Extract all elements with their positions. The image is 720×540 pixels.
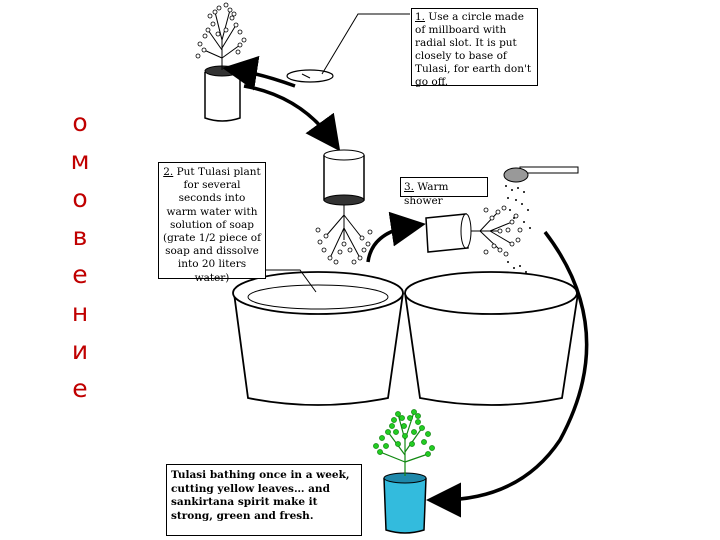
arrow-pot-to-inverted-plant bbox=[243, 84, 341, 152]
basin-left bbox=[232, 269, 404, 406]
basin-right bbox=[404, 271, 579, 406]
note-step-1-number: 1. bbox=[415, 11, 426, 23]
note-step-1-text: Use a circle made of millboard with radi… bbox=[415, 11, 532, 88]
note-step-1: 1. Use a circle made of millboard with r… bbox=[411, 8, 538, 88]
arrow-millboard-to-pot bbox=[222, 55, 296, 91]
note-step-2-text: Put Tulasi plant for several seconds int… bbox=[162, 166, 262, 284]
vertical-word-omovenie: о м о в е н и е bbox=[62, 104, 98, 408]
note-step-2: 2. Put Tulasi plant for several seconds … bbox=[158, 162, 266, 284]
note-summary: Tulasi bathing once in a week, cutting y… bbox=[166, 464, 362, 536]
final-plant bbox=[373, 409, 435, 534]
letter-1: о bbox=[72, 108, 88, 137]
letter-4: в bbox=[72, 222, 88, 251]
letter-2: м bbox=[70, 146, 90, 175]
note-step-3: 3. Warm shower bbox=[400, 177, 488, 207]
note-step-3-number: 3. bbox=[404, 181, 415, 193]
horizontal-plant bbox=[425, 205, 523, 257]
note-summary-text: Tulasi bathing once in a week, cutting y… bbox=[171, 469, 350, 522]
millboard-circle bbox=[286, 13, 410, 83]
letter-8: е bbox=[72, 374, 88, 403]
inverted-plant bbox=[315, 149, 373, 265]
note-step-2-number: 2. bbox=[163, 166, 174, 178]
letter-5: е bbox=[72, 260, 88, 289]
letter-7: и bbox=[71, 336, 89, 365]
note-step-3-text: Warm shower bbox=[404, 181, 449, 207]
plant-in-pot-top bbox=[195, 2, 247, 122]
arrow-to-shower bbox=[366, 211, 426, 263]
letter-3: о bbox=[72, 184, 88, 213]
arrow-to-final-plant bbox=[426, 230, 589, 518]
letter-6: н bbox=[71, 298, 89, 327]
